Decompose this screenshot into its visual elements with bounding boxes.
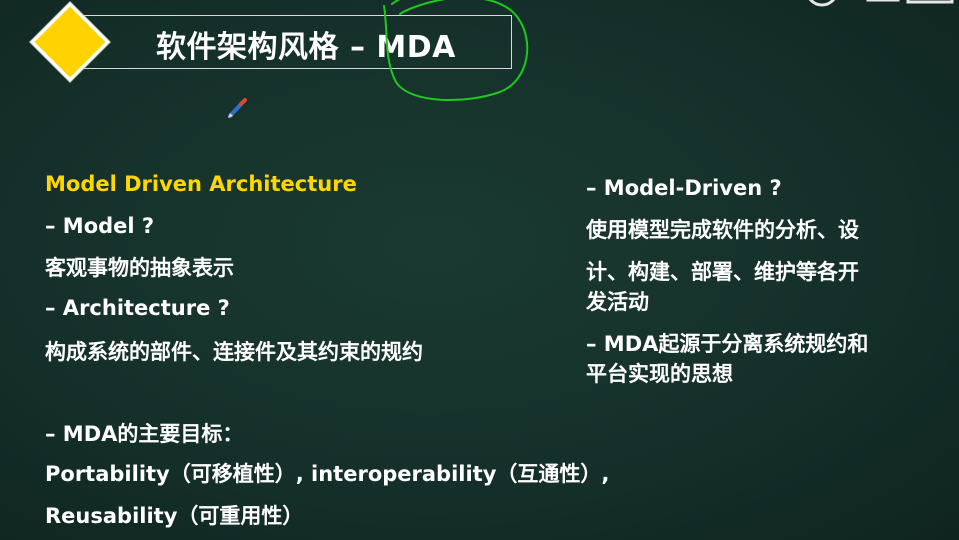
architecture-question: – Architecture ? bbox=[45, 296, 230, 320]
model-definition: 客观事物的抽象表示 bbox=[45, 256, 234, 280]
title-frame bbox=[70, 15, 512, 69]
architecture-definition: 构成系统的部件、连接件及其约束的规约 bbox=[45, 340, 423, 364]
goals-line2: Reusability（可重用性） bbox=[45, 504, 304, 528]
slide-title: 软件架构风格 – MDA bbox=[156, 30, 456, 65]
model-driven-definition-line3: 发活动 bbox=[586, 290, 649, 314]
handwritten-circle-annotation bbox=[383, 0, 529, 101]
goals-heading: – MDA的主要目标： bbox=[45, 422, 244, 446]
model-driven-question: – Model-Driven ? bbox=[586, 176, 782, 200]
model-driven-definition-line2: 计、构建、部署、维护等各开 bbox=[586, 260, 859, 284]
corner-watermark-logo bbox=[808, 0, 954, 7]
mda-origin-line2: 平台实现的思想 bbox=[586, 362, 733, 386]
model-question: – Model ? bbox=[45, 214, 155, 238]
pen-icon[interactable] bbox=[226, 96, 250, 120]
model-driven-definition-line1: 使用模型完成软件的分析、设 bbox=[586, 218, 859, 242]
goals-line1: Portability（可移植性）, interoperability（互通性）… bbox=[45, 462, 610, 486]
mda-origin-line1: – MDA起源于分离系统规约和 bbox=[586, 332, 869, 356]
mda-heading: Model Driven Architecture bbox=[45, 172, 357, 196]
